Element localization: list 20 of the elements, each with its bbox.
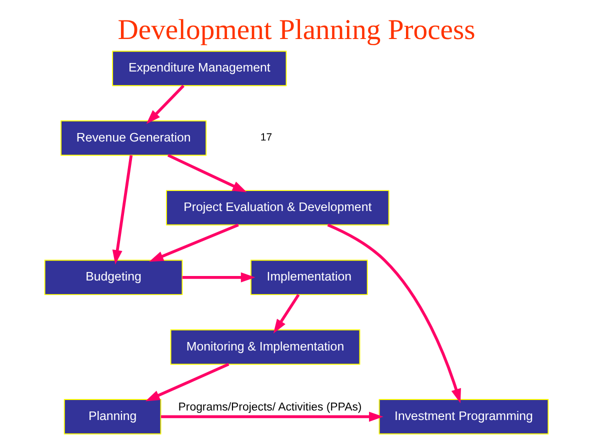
node-box: Project Evaluation & Development	[166, 190, 389, 226]
arrow	[144, 362, 229, 402]
arrow	[182, 272, 255, 282]
arrow	[166, 154, 246, 192]
arrow	[272, 294, 300, 334]
node-box: Investment Programming	[378, 399, 548, 434]
node-box: Budgeting	[44, 260, 182, 296]
arrow	[146, 84, 184, 124]
node-box: Monitoring & Implementation	[170, 329, 360, 365]
node-box: Implementation	[250, 260, 368, 296]
diagram-title: Development Planning Process	[117, 14, 475, 46]
arrow	[148, 224, 238, 262]
node-box: Expenditure Management	[112, 50, 286, 86]
arrow	[112, 155, 132, 264]
label: 17	[260, 132, 272, 144]
arrow	[326, 224, 460, 404]
arrow	[160, 412, 383, 422]
edge-label: Programs/Projects/ Activities (PPAs)	[178, 402, 362, 414]
node-box: Revenue Generation	[60, 120, 206, 156]
node-box: Planning	[63, 399, 161, 434]
